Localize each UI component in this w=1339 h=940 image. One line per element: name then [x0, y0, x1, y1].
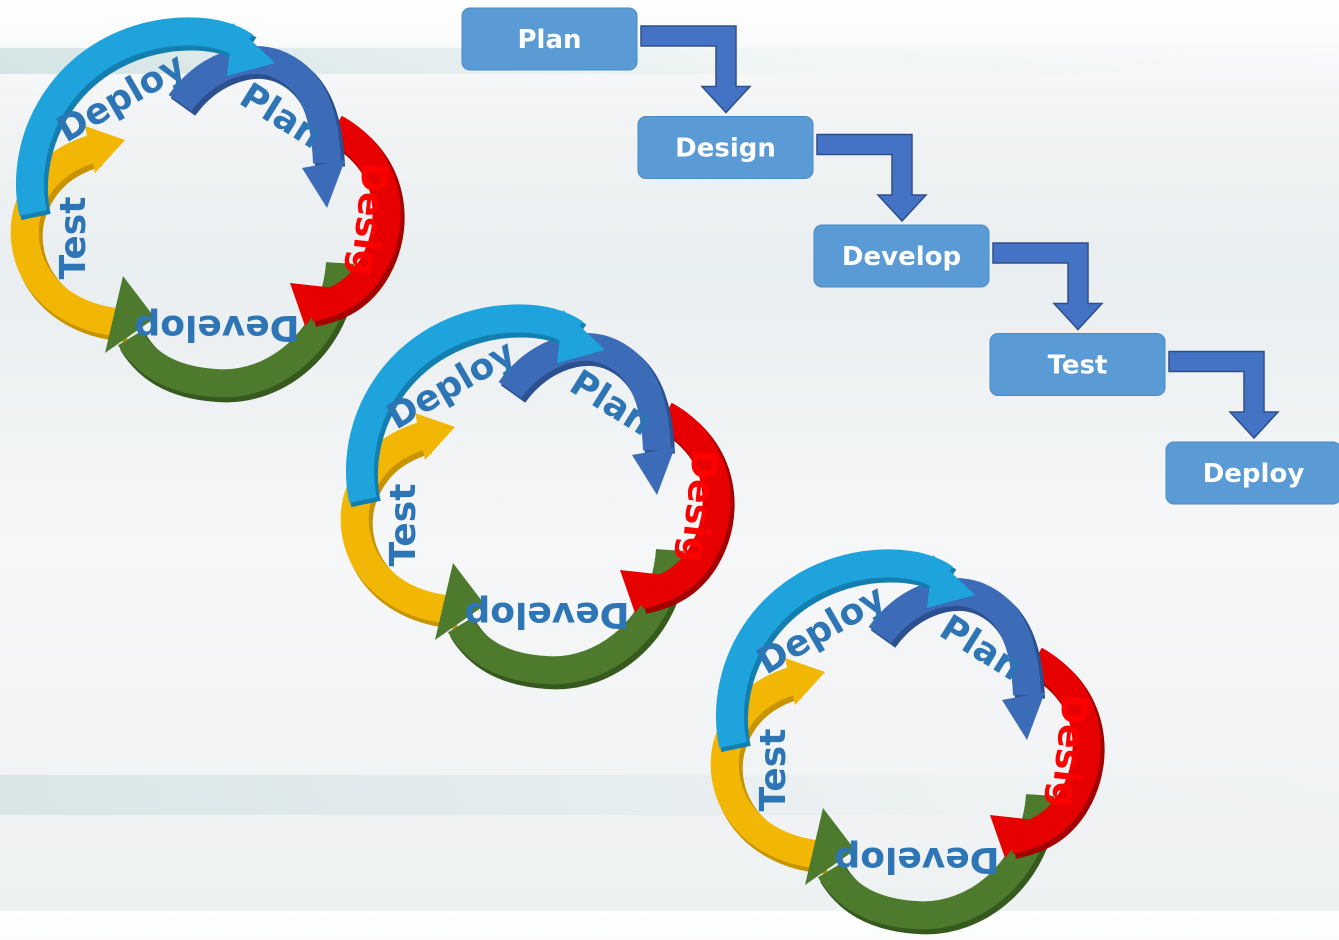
cycle-label-develop: Develop: [834, 839, 999, 880]
waterfall-connector-arrow: [816, 133, 928, 223]
arrow-design: [620, 402, 735, 614]
waterfall-step-plan: Plan: [461, 7, 638, 71]
waterfall-step-test: Test: [989, 333, 1166, 396]
waterfall-step-design: Design: [637, 116, 814, 179]
arrow-deploy: [345, 304, 605, 508]
cycle-label-test: Test: [53, 197, 94, 280]
waterfall-step-deploy: Deploy: [1165, 441, 1339, 505]
waterfall-step-label: Develop: [842, 242, 961, 272]
cycle-label-develop: Develop: [464, 594, 629, 635]
arrow-plan: [498, 333, 675, 495]
waterfall-connector-arrow: [640, 25, 752, 114]
waterfall-step-develop: Develop: [813, 224, 990, 288]
waterfall-step-label: Design: [675, 134, 776, 164]
arrow-plan: [868, 578, 1045, 740]
arrow-deploy: [15, 17, 275, 221]
arrow-deploy: [715, 549, 975, 753]
waterfall-connector-arrow: [992, 242, 1104, 331]
arrow-plan: [168, 46, 345, 208]
cycle-label-test: Test: [753, 729, 794, 812]
waterfall-connector-arrow: [1168, 350, 1280, 440]
waterfall-step-label: Test: [1048, 351, 1108, 381]
cycle-label-test: Test: [383, 484, 424, 567]
arrow-design: [990, 647, 1105, 859]
waterfall-step-label: Plan: [517, 25, 581, 55]
arrow-design: [290, 115, 405, 327]
waterfall-step-label: Deploy: [1203, 459, 1305, 489]
cycle-label-develop: Develop: [134, 307, 299, 348]
